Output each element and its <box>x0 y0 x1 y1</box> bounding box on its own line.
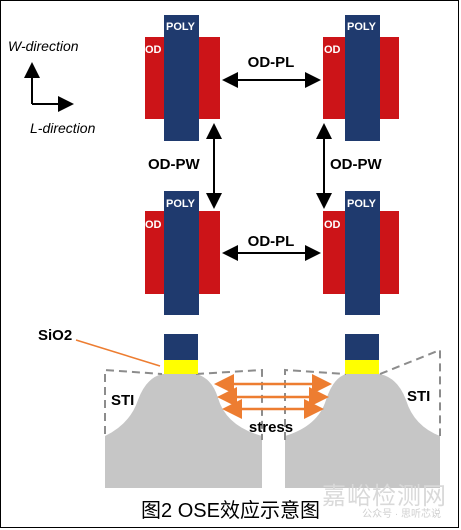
transistor-top-left: OD POLY <box>145 15 220 141</box>
gate-right <box>345 334 379 360</box>
sti-outline-mid-left <box>195 368 263 440</box>
direction-axes: W-direction L-direction <box>8 38 96 136</box>
sio2-pointer <box>75 339 161 367</box>
od-pl-bottom: OD-PL <box>222 233 321 261</box>
od-pw-left: OD-PW <box>148 123 222 209</box>
poly-label: POLY <box>347 198 377 210</box>
gate-left <box>164 334 198 360</box>
poly-label: POLY <box>166 21 196 33</box>
l-direction-label: L-direction <box>30 120 96 136</box>
sti-label-right: STI <box>407 388 430 405</box>
sio2-left <box>164 360 198 374</box>
od-label: OD <box>145 44 162 56</box>
stress-label: stress <box>249 419 293 436</box>
od-pw-label: OD-PW <box>330 156 383 173</box>
od-pw-right: OD-PW <box>316 123 383 209</box>
od-pl-label: OD-PL <box>248 233 295 250</box>
od-pw-label: OD-PW <box>148 156 201 173</box>
od-label: OD <box>324 44 341 56</box>
od-pl-top: OD-PL <box>222 54 321 88</box>
w-direction-label: W-direction <box>8 38 79 54</box>
poly-gate <box>345 191 380 315</box>
sti-outline-right <box>379 348 441 436</box>
transistor-bottom-right: OD POLY <box>323 191 399 315</box>
poly-gate <box>164 191 199 315</box>
watermark-sub: 公众号 · 思听芯说 <box>362 509 441 520</box>
sio2-label: SiO2 <box>38 327 72 344</box>
poly-gate <box>164 15 199 141</box>
poly-gate <box>345 15 380 141</box>
transistor-bottom-left: OD POLY <box>145 191 220 315</box>
sio2-right <box>345 360 379 374</box>
silicon-right <box>285 374 440 488</box>
poly-label: POLY <box>166 198 196 210</box>
od-label: OD <box>145 219 162 231</box>
silicon-left <box>105 374 262 488</box>
sti-outline-mid-right <box>284 368 347 440</box>
od-pl-label: OD-PL <box>248 54 295 71</box>
watermark: 嘉峪检测网 <box>322 482 447 510</box>
cross-section: SiO2 STI STI stress <box>38 327 441 488</box>
poly-label: POLY <box>347 21 377 33</box>
transistor-top-right: OD POLY <box>323 15 399 141</box>
od-label: OD <box>324 219 341 231</box>
figure-caption: 图2 OSE效应示意图 <box>141 500 320 522</box>
sti-label-left: STI <box>111 392 134 409</box>
